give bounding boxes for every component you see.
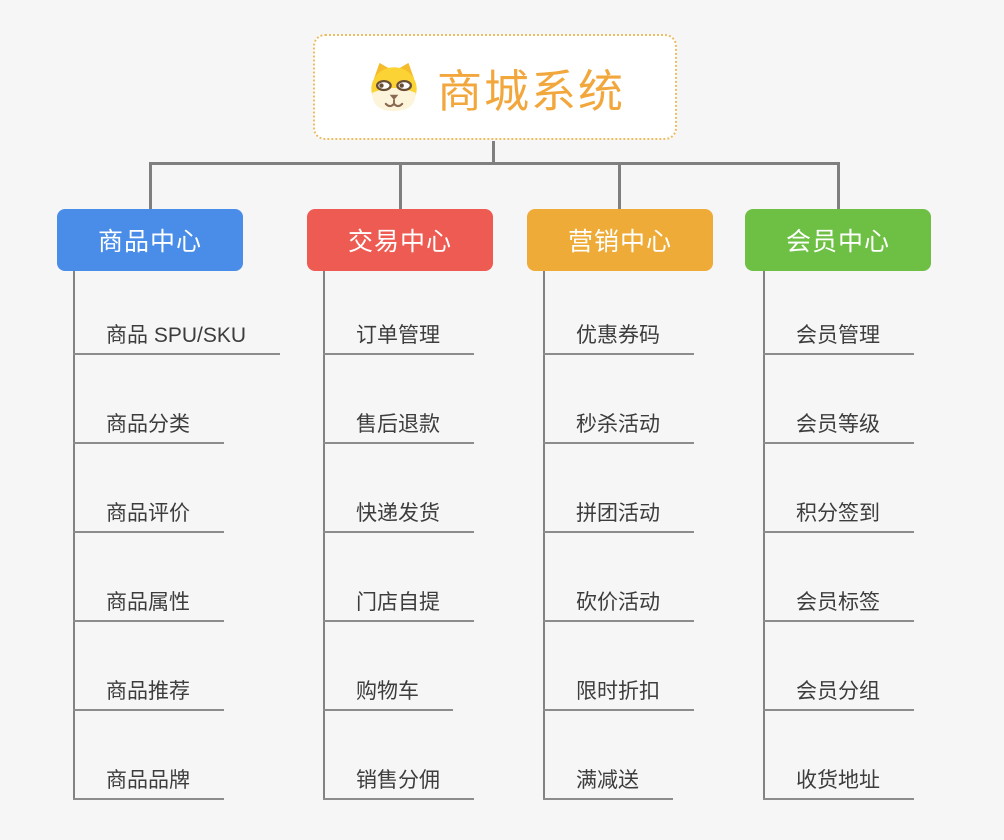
leaf-member-management[interactable]: 会员管理 — [763, 317, 914, 355]
spine-product-center — [73, 271, 75, 800]
connector-horizontal-bar — [149, 162, 840, 165]
leaf-product-review[interactable]: 商品评价 — [73, 495, 224, 533]
leaf-bargain-event[interactable]: 砍价活动 — [543, 584, 694, 622]
branch-marketing-center[interactable]: 营销中心 — [527, 209, 713, 271]
connector-drop-trade — [399, 162, 402, 210]
leaf-flash-sale[interactable]: 秒杀活动 — [543, 406, 694, 444]
root-node-mall-system[interactable]: 商城系统 — [313, 34, 677, 140]
leaf-sales-commission[interactable]: 销售分佣 — [323, 762, 474, 800]
leaf-store-pickup[interactable]: 门店自提 — [323, 584, 474, 622]
leaf-points-checkin[interactable]: 积分签到 — [763, 495, 914, 533]
leaf-product-brand[interactable]: 商品品牌 — [73, 762, 224, 800]
leaf-limited-discount[interactable]: 限时折扣 — [543, 673, 694, 711]
leaf-order-management[interactable]: 订单管理 — [323, 317, 474, 355]
leaf-member-level[interactable]: 会员等级 — [763, 406, 914, 444]
spine-trade-center — [323, 271, 325, 800]
leaf-member-tag[interactable]: 会员标签 — [763, 584, 914, 622]
spine-member-center — [763, 271, 765, 800]
leaf-product-attribute[interactable]: 商品属性 — [73, 584, 224, 622]
branch-trade-center[interactable]: 交易中心 — [307, 209, 493, 271]
leaf-member-group[interactable]: 会员分组 — [763, 673, 914, 711]
leaf-full-reduction[interactable]: 满减送 — [543, 762, 673, 800]
branch-product-center[interactable]: 商品中心 — [57, 209, 243, 271]
leaf-product-recommend[interactable]: 商品推荐 — [73, 673, 224, 711]
branch-member-center[interactable]: 会员中心 — [745, 209, 931, 271]
connector-root-stem — [492, 141, 495, 165]
leaf-express-shipping[interactable]: 快递发货 — [323, 495, 474, 533]
leaf-shopping-cart[interactable]: 购物车 — [323, 673, 453, 711]
connector-drop-marketing — [618, 162, 621, 210]
connector-drop-product — [149, 162, 152, 210]
leaf-shipping-address[interactable]: 收货地址 — [763, 762, 914, 800]
leaf-coupon-code[interactable]: 优惠券码 — [543, 317, 694, 355]
leaf-product-category[interactable]: 商品分类 — [73, 406, 224, 444]
leaf-product-spu-sku[interactable]: 商品 SPU/SKU — [73, 317, 281, 355]
root-title: 商城系统 — [436, 65, 625, 117]
leaf-aftersale-refund[interactable]: 售后退款 — [323, 406, 474, 444]
leaf-group-buying[interactable]: 拼团活动 — [543, 495, 694, 533]
spine-marketing-center — [543, 271, 545, 800]
dog-face-icon — [365, 60, 423, 114]
connector-drop-member — [837, 162, 840, 210]
